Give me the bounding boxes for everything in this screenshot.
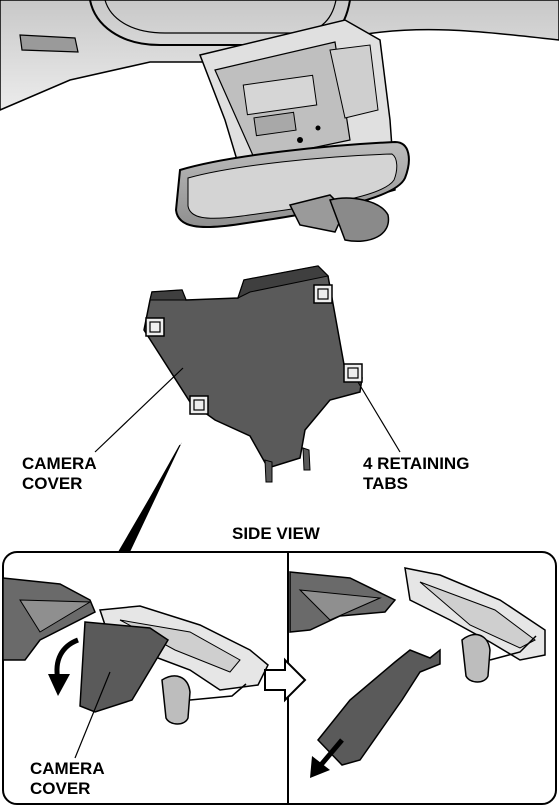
retaining-tabs-label-line2: TABS: [363, 474, 409, 493]
side-view-right-panel: [289, 567, 546, 778]
pointer-wedge: [118, 442, 182, 552]
side-view-camera-cover-label-line2: COVER: [30, 779, 91, 798]
retaining-tab-1: [145, 317, 165, 337]
side-view-camera-cover-label-line1: CAMERA: [30, 759, 105, 778]
retaining-tab-2: [313, 284, 333, 304]
camera-cover-label-line1: CAMERA: [22, 454, 97, 473]
retaining-tabs-label-line1: 4 RETAINING: [363, 454, 470, 473]
side-view-left-panel: [2, 577, 269, 759]
retaining-tab-4: [189, 395, 209, 415]
side-view-title: SIDE VIEW: [232, 524, 320, 543]
rearview-mirror: [174, 140, 410, 242]
retaining-tab-3: [343, 363, 363, 383]
camera-cover-label-line2: COVER: [22, 474, 83, 493]
next-step-arrow: [264, 657, 307, 703]
camera-cover-part: [143, 265, 363, 483]
